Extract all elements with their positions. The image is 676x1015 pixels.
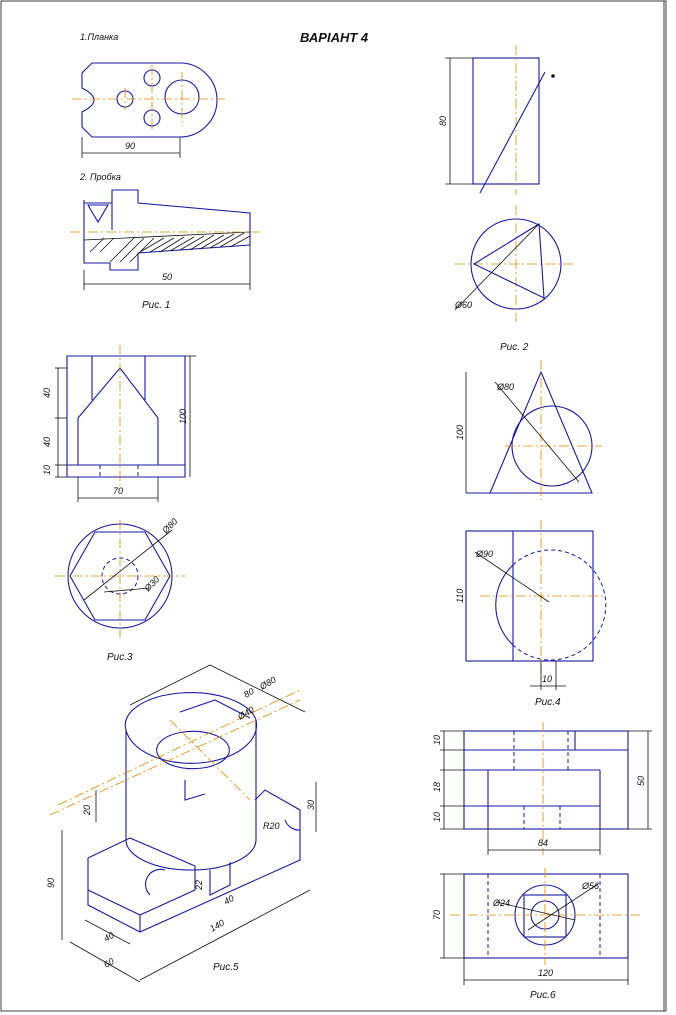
- fig3-dim-70: 70: [113, 486, 123, 496]
- fig2-cut-plane: [479, 71, 546, 194]
- fig5-dim-60: 60: [102, 956, 116, 970]
- fig5-dim-20: 20: [82, 805, 92, 816]
- fig6: 10 18 10 50 84 Ø24 Ø56 70 120 Рис.6: [432, 722, 652, 1001]
- fig5-dim-22: 22: [194, 880, 204, 891]
- fig3: 40 40 10 100 70 Ø80 Ø30 Рис.3: [42, 345, 196, 663]
- fig3-dim-d1: Ø80: [160, 516, 180, 536]
- fig5-cylinder-sides: [125, 720, 257, 840]
- probka-triangle: [87, 204, 109, 224]
- fig5-cylinder-bottom: [125, 839, 257, 871]
- fig2-section-triangle: [472, 223, 545, 299]
- fig6-top-outline: [463, 873, 629, 959]
- fig2-dim-diam: Ø60: [454, 300, 472, 310]
- fig5-dim-90: 90: [46, 878, 56, 888]
- fig5-dim-80: 80: [242, 686, 256, 700]
- probka-outline: [83, 189, 251, 271]
- fig1-item2-label: 2. Пробка: [79, 172, 121, 182]
- fig1-item1-label: 1.Планка: [80, 32, 118, 42]
- planka-dim-90: 90: [125, 141, 135, 151]
- fig3-dim-40b: 40: [42, 437, 52, 447]
- fig4-top-visible-arc: [495, 564, 514, 646]
- fig5-top-hole: [156, 730, 230, 770]
- fig2-caption: Рис. 2: [500, 342, 529, 353]
- fig5-base-right: [87, 789, 301, 933]
- fig3-dim-100: 100: [178, 409, 188, 424]
- fig3-hex-front: [77, 367, 159, 465]
- fig6-dim-10b: 10: [432, 812, 442, 822]
- fig5-dim-30: 30: [306, 800, 316, 810]
- variant-title: ВАРІАНТ 4: [300, 30, 369, 45]
- fig6-caption: Рис.6: [530, 990, 556, 1001]
- planka-outline: [81, 62, 218, 138]
- fig2: 80 Ø60 Рис. 2: [438, 45, 575, 353]
- probka-dim-50: 50: [162, 272, 172, 282]
- fig5-base-left: [87, 837, 196, 916]
- fig5-dim-40b: 40: [102, 930, 116, 944]
- fig3-caption: Рис.3: [107, 652, 133, 663]
- fig6-dim-84: 84: [538, 838, 548, 848]
- fig5-isometric: 80 Ø80 Ø40 20 30 R20 90 22 40 140 40 60 …: [46, 664, 317, 983]
- fig4-dim-10: 10: [542, 674, 552, 684]
- fig6-dim-d1: Ø24: [492, 898, 510, 908]
- fig6-dim-d2: Ø56: [581, 881, 599, 891]
- fig5-dim-140: 140: [208, 918, 226, 934]
- fig4-dim-110: 110: [455, 589, 465, 603]
- fig4-dim-r1: Ø80: [496, 382, 514, 392]
- fig3-front-outline: [66, 355, 186, 478]
- fig5-r20-arc: [284, 819, 301, 831]
- fig5-cylinder-top-back: [124, 692, 257, 731]
- fig6-front-outline: [463, 730, 629, 830]
- fig4-dim-100: 100: [455, 425, 465, 440]
- fig1-caption: Рис. 1: [142, 300, 170, 311]
- fig5-dim-r20: R20: [263, 821, 280, 831]
- fig5-caption: Рис.5: [213, 962, 239, 973]
- fig5-dim-40a: 40: [222, 893, 236, 907]
- fig4-dim-r2: Ø90: [475, 549, 493, 559]
- fig5-slot: [179, 699, 251, 801]
- fig5-base-slot: [209, 862, 231, 896]
- fig6-dim-50: 50: [636, 776, 646, 786]
- fig5-cylinder-top-front: [125, 719, 258, 764]
- fig3-dim-40a: 40: [42, 388, 52, 398]
- fig6-dim-70: 70: [432, 910, 442, 920]
- fig6-dim-10a: 10: [432, 735, 442, 745]
- fig4: Ø80 100 Ø90 110 10 Рис.4: [455, 360, 607, 708]
- fig3-dim-10: 10: [42, 465, 52, 475]
- fig4-top-hidden-circle: [512, 549, 607, 661]
- fig1-planka: 1.Планка 90 2. Пробка: [70, 32, 262, 311]
- probka-hatching: [83, 231, 251, 263]
- fig3-dim-d2: Ø30: [142, 574, 162, 594]
- fig2-front-view: [472, 57, 540, 185]
- fig6-dim-18: 18: [432, 782, 442, 792]
- fig2-dim-80: 80: [438, 116, 448, 126]
- fig5-base-notch: [144, 868, 166, 896]
- fig4-caption: Рис.4: [535, 697, 561, 708]
- fig6-dim-120: 120: [538, 968, 553, 978]
